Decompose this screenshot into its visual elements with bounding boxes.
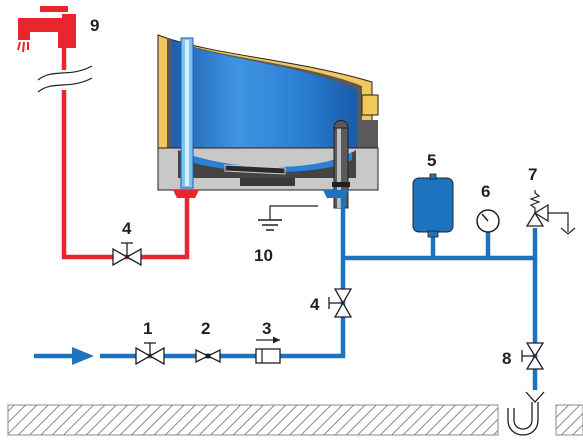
drain-siphon-icon: [507, 391, 545, 436]
safety-valve-funnel: [560, 227, 576, 235]
anode-tube-light: [337, 128, 341, 208]
tank-insulation-right: [361, 94, 379, 116]
tank-water: [172, 40, 357, 167]
expansion-tank-5: [412, 173, 454, 238]
gauge-needle: [481, 213, 489, 222]
hot-pipe-break-mark-2: [37, 77, 93, 93]
filter-body: [255, 348, 281, 364]
cold-pipe-main: [100, 198, 346, 359]
inflow-arrow-icon: [34, 347, 94, 365]
safety-valve-drain: [548, 212, 569, 232]
faucet-icon: [17, 6, 76, 53]
shutoff-valve-cold: [328, 288, 353, 318]
safety-valve-body: [525, 203, 549, 227]
faucet-body: [18, 14, 76, 48]
check-valve-2: [195, 348, 221, 364]
ground-hatch-right: [555, 404, 583, 436]
tank-casing-right: [362, 120, 378, 148]
hot-outlet-tube-core: [185, 40, 189, 186]
cold-water-line: [100, 198, 538, 390]
inflow-arrow-head: [72, 347, 94, 365]
label-2: 2: [201, 319, 210, 338]
faucet-drop-1: [17, 41, 21, 51]
label-4-hot: 4: [122, 219, 132, 238]
filter-3: [255, 336, 281, 364]
grounding-symbol: [258, 205, 318, 231]
cold-inlet-stub: [323, 190, 349, 198]
hot-outlet-stub: [173, 190, 199, 198]
label-4-cold: 4: [310, 295, 320, 314]
water-heater-tank: [157, 34, 379, 209]
expansion-tank-body: [412, 177, 454, 233]
expansion-tank-neck: [427, 230, 439, 238]
label-3: 3: [262, 319, 271, 338]
check-valve-ball: [205, 353, 211, 359]
drain-valve-8: [521, 342, 545, 370]
label-10: 10: [254, 246, 273, 265]
label-9: 9: [90, 16, 99, 35]
ground-hatch-left: [7, 404, 499, 436]
faucet-drop-2: [22, 41, 25, 53]
hot-pipe-break-mark-1: [37, 65, 93, 81]
pressure-gauge-6: [476, 209, 500, 233]
safety-valve-spring: [529, 190, 541, 213]
anode-tip: [333, 120, 349, 129]
label-1: 1: [143, 319, 152, 338]
faucet-handle: [40, 6, 68, 12]
tank-bottom-dome: [178, 150, 356, 178]
label-8: 8: [502, 349, 511, 368]
expansion-tank-valve: [429, 173, 437, 180]
label-6: 6: [481, 182, 490, 201]
shutoff-valve-hot: [112, 242, 142, 267]
label-5: 5: [427, 151, 436, 170]
siphon-trap: [507, 402, 539, 436]
label-7: 7: [528, 165, 537, 184]
heating-element: [224, 164, 286, 175]
tank-flange: [240, 178, 295, 186]
ground-wire: [269, 205, 318, 220]
shutoff-valve-1: [135, 342, 165, 366]
drain-funnel: [525, 391, 545, 403]
anode-clamp: [332, 182, 350, 187]
safety-valve-7: [525, 190, 576, 235]
hot-pipe-break: [55, 72, 73, 90]
cold-pipe-branch: [343, 255, 538, 390]
